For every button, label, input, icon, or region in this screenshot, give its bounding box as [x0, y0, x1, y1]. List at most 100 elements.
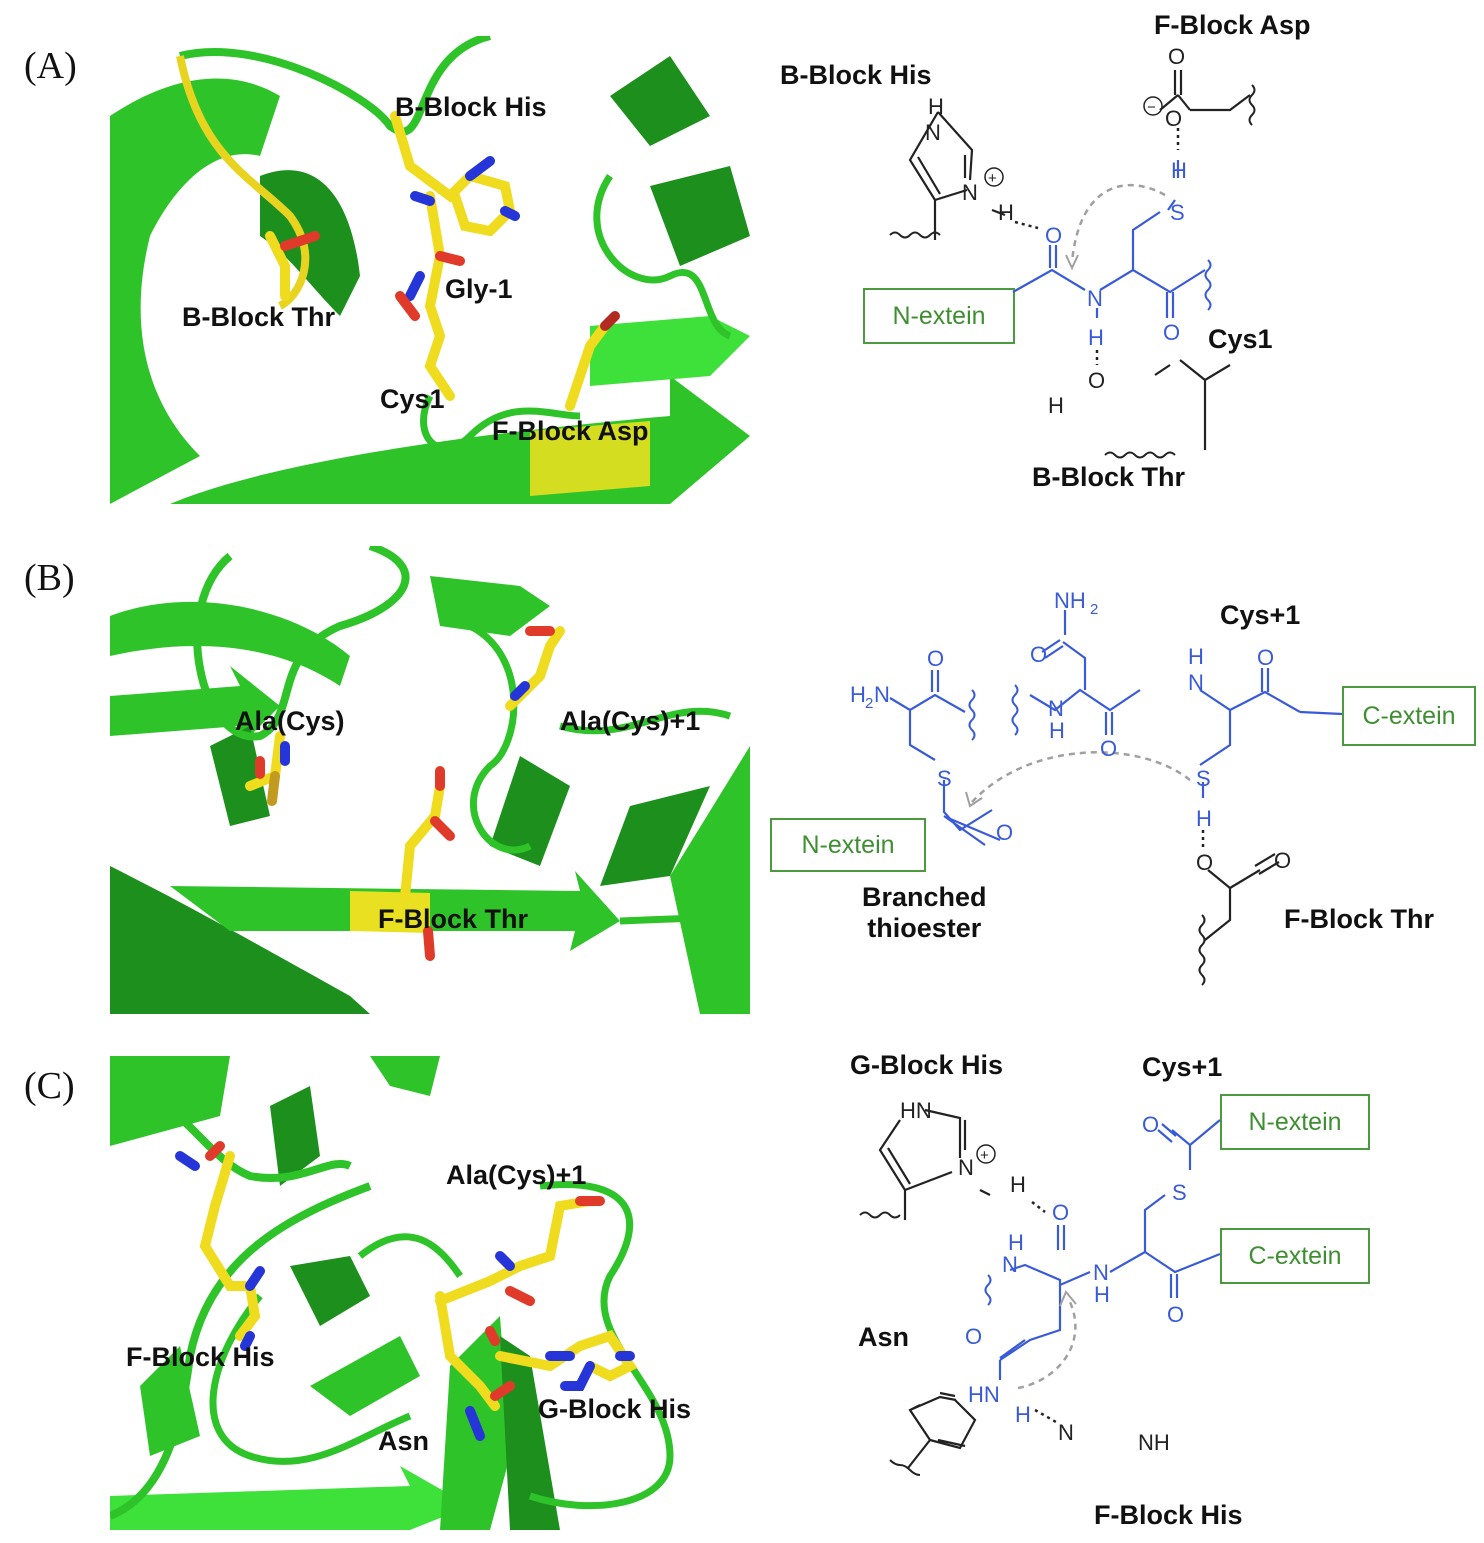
ribbon-render-b: [110, 546, 750, 1014]
atom-o: O: [1168, 44, 1185, 69]
atom-n-plus: N: [962, 180, 978, 205]
stick-residues: [265, 111, 620, 411]
atom-o: O: [1045, 223, 1062, 248]
atom-nh: NH: [1138, 1430, 1170, 1455]
structure-label-f-block-asp: F-Block Asp: [492, 416, 649, 446]
charge-plus: +: [988, 170, 997, 187]
atom-h: H: [1196, 806, 1212, 831]
loop: [619, 912, 750, 925]
hbond: [1031, 1201, 1057, 1424]
atom-n: N: [925, 120, 941, 145]
charge-plus-icon: [984, 167, 1004, 187]
structure-label-f-block-thr: F-Block Thr: [378, 904, 529, 934]
atom-o: O: [1167, 1302, 1184, 1327]
atom-nh2: NH: [1054, 588, 1086, 613]
atom-s: S: [937, 766, 952, 791]
beta-sheet: [310, 1336, 420, 1416]
beta-sheet: [290, 1256, 370, 1326]
beta-sheet: [650, 166, 750, 266]
atom-h: H: [1088, 325, 1104, 350]
atom-o: O: [927, 646, 944, 671]
atom-o: O: [1196, 850, 1213, 875]
panel-label-a: (A): [24, 45, 77, 87]
chemical-structure-a: H N N + H O O − H S O N H O O H: [889, 44, 1256, 459]
atom-h: H: [1049, 718, 1065, 743]
atom-subscript: 2: [1090, 601, 1098, 618]
charge-minus-icon: [1143, 96, 1163, 116]
structure-label-gly-1: Gly-1: [445, 274, 513, 304]
panel-label-b: (B): [24, 557, 75, 599]
hbond: [1014, 128, 1180, 365]
loop: [176, 55, 310, 310]
chemical-structure-c: HN N + H O S O H N N H O O HN H N NH: [859, 1098, 1221, 1476]
structure-label-b-block-his: B-Block His: [395, 92, 547, 122]
n-extein-box: N-extein: [1220, 1094, 1370, 1150]
residue-label-f-block-his: F-Block His: [1094, 1500, 1243, 1530]
stick-residues: [175, 1141, 638, 1441]
atom-subscript: 2: [865, 695, 873, 712]
residue-label-branched: Branched thioester: [862, 882, 987, 944]
beta-sheet: [110, 1056, 230, 1146]
branched-line-2: thioester: [867, 913, 982, 944]
residue-label-cys-plus-1: Cys+1: [1142, 1052, 1223, 1082]
n-extein-box: N-extein: [770, 818, 926, 872]
mechanism-scheme-b: Cys+1 Branched thioester F-Block Thr C-e…: [760, 540, 1484, 1010]
structure-label-asn: Asn: [378, 1426, 430, 1456]
charge-minus: −: [1147, 99, 1156, 116]
chemical-structure-b: NH 2 H 2 N O O N H O H N O S O S H O O: [850, 588, 1343, 986]
atom-o: O: [1052, 1200, 1069, 1225]
atom-n: N: [1093, 1260, 1109, 1285]
loop: [209, 1293, 412, 1465]
loop: [179, 36, 492, 136]
mechanism-scheme-c: G-Block His Cys+1 Asn F-Block His N-exte…: [760, 1040, 1484, 1543]
beta-sheet: [370, 1056, 440, 1096]
ribbon-render-c: [110, 1056, 674, 1530]
atom-s: S: [1172, 1180, 1187, 1205]
squiggle: [889, 231, 941, 239]
loop: [468, 622, 532, 854]
atom-o: O: [1163, 320, 1180, 345]
loop: [559, 707, 732, 735]
ribbon-render-a: [110, 36, 750, 504]
residue-label-b-block-his: B-Block His: [780, 60, 932, 90]
atom-o-minus: O: [1165, 106, 1182, 131]
atom-n: N: [1058, 1420, 1074, 1445]
beta-sheet: [270, 1086, 320, 1186]
beta-sheet: [110, 666, 280, 746]
structure-label-f-block-his: F-Block His: [126, 1342, 275, 1372]
beta-sheet-highlight: [350, 891, 430, 933]
protein-structure-c: Ala(Cys)+1 F-Block His Asn G-Block His: [110, 1056, 750, 1530]
protein-structure-a: B-Block His Gly-1 B-Block Thr Cys1 F-Blo…: [110, 36, 750, 504]
beta-sheet: [600, 786, 710, 886]
squiggle: [1011, 684, 1019, 736]
atom-n: N: [1087, 286, 1103, 311]
beta-sheet: [610, 56, 710, 146]
beta-sheet-highlight: [530, 421, 650, 496]
atom-h: H: [1188, 644, 1204, 669]
squiggle: [859, 1211, 901, 1219]
atom-o: O: [1088, 368, 1105, 393]
beta-sheet: [110, 866, 370, 1014]
c-extein-box: C-extein: [1342, 686, 1476, 746]
atom-o: O: [996, 820, 1013, 845]
squiggle: [968, 689, 976, 741]
atom-o: O: [1274, 848, 1291, 873]
atom-h: H: [928, 94, 944, 119]
squiggle: [984, 1274, 992, 1306]
c-extein-box: C-extein: [1220, 1228, 1370, 1284]
attack-arrow: [1017, 1297, 1077, 1390]
structure-label-ala-cys-plus-1: Ala(Cys)+1: [560, 706, 701, 736]
squiggle: [1204, 259, 1212, 311]
residue-label-cys1: Cys1: [1208, 324, 1273, 354]
beta-sheet: [590, 316, 750, 386]
atom-o: O: [1142, 1112, 1159, 1137]
atom-h: H: [1010, 1172, 1026, 1197]
structure-label-b-block-thr: B-Block Thr: [182, 302, 336, 332]
structure-label-ala-cys: Ala(Cys): [235, 706, 345, 736]
atom-h: H: [1094, 1282, 1110, 1307]
squiggle: [1198, 914, 1206, 986]
atom-h: H: [1008, 1230, 1024, 1255]
squiggle: [889, 1459, 921, 1476]
beta-sheet: [670, 746, 750, 1014]
atom-o: O: [1100, 736, 1117, 761]
